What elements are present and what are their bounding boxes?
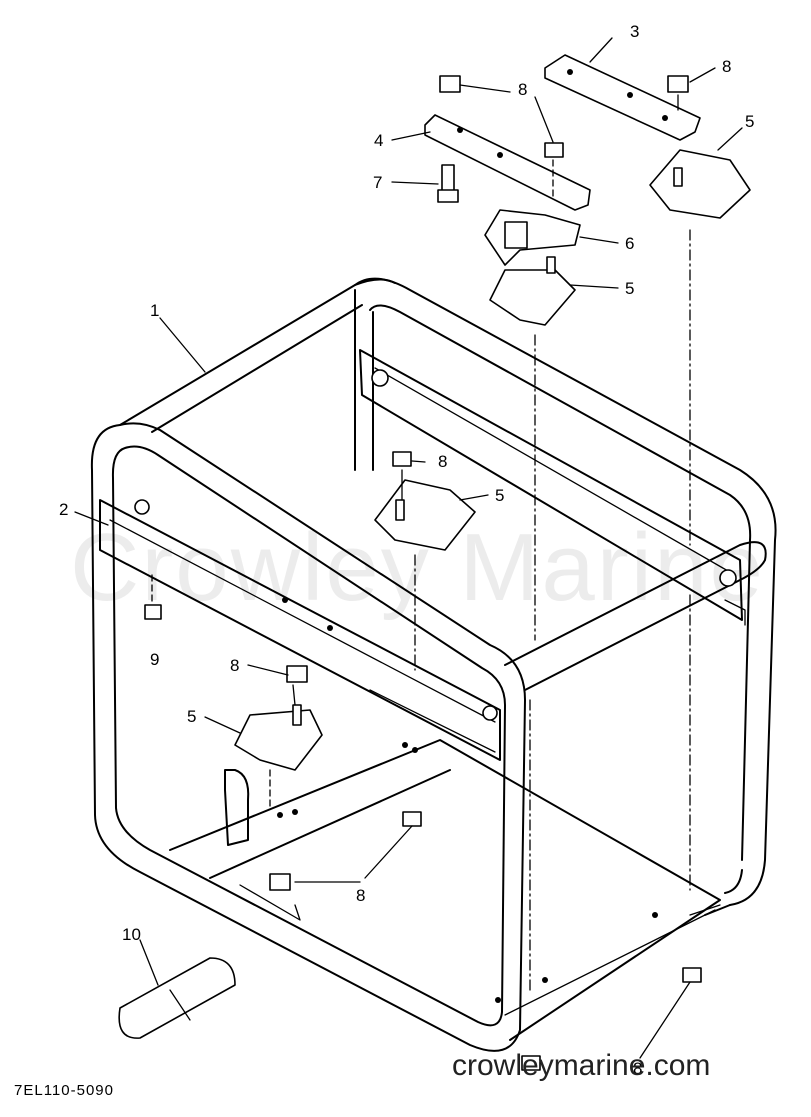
left-bracket [224,769,250,846]
callout-4: 4 [374,131,383,150]
callout-8-bottom: 8 [356,886,365,905]
callout-labels: 1 2 3 4 5 5 5 5 6 7 8 8 8 8 8 8 9 10 [59,22,754,1078]
callout-10: 10 [122,925,141,944]
pouch-part-10 [118,957,236,1039]
callout-2: 2 [59,500,68,519]
callout-5-top-right: 5 [745,112,754,131]
callout-7: 7 [373,173,382,192]
callout-8-top-right: 8 [722,57,731,76]
mount-part-5-top-center [489,256,576,326]
rear-crossmember [359,349,746,626]
callout-5-lower: 5 [187,707,196,726]
mount-part-5-middle [374,479,476,551]
callout-1: 1 [150,301,159,320]
callout-5-middle: 5 [495,486,504,505]
grommet-part-9 [144,604,162,620]
callout-8-middle: 8 [438,452,447,471]
mount-part-5-lower [234,704,323,771]
callout-8-lower-left: 8 [230,656,239,675]
plate-part-3 [544,54,701,141]
callout-3: 3 [630,22,639,41]
website-watermark: crowleymarine.com [452,1049,710,1082]
bracket-part-6 [484,209,581,266]
leader-lines [74,37,743,1059]
nut-part-8 [269,75,702,1071]
mount-part-5-top-right [649,149,751,219]
bracket-part-4 [424,114,591,211]
drawing-code: 7EL110-5090 [14,1082,114,1099]
callout-9: 9 [150,650,159,669]
callout-6: 6 [625,234,634,253]
callout-8-bottom-right: 8 [633,1059,642,1078]
callout-5-top-center: 5 [625,279,634,298]
frame-pipe [90,277,777,1052]
callout-8-top-center: 8 [518,80,527,99]
base-tray [169,739,721,1041]
front-crossmember [99,499,501,761]
bolt-part-7 [437,164,459,203]
